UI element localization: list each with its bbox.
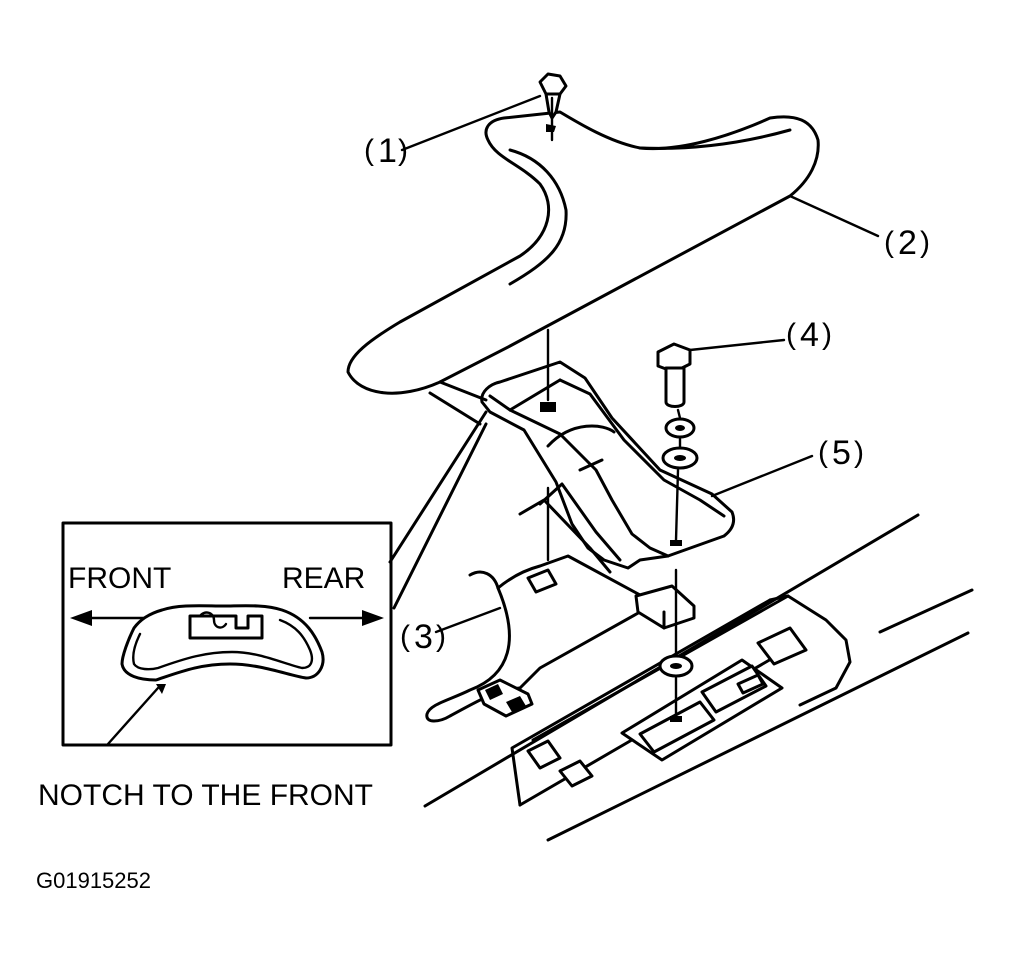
svg-text:): )	[920, 226, 930, 259]
part-4-bolt	[656, 342, 699, 678]
svg-text:(: (	[818, 436, 828, 469]
callout-5: ( 5 )	[818, 434, 864, 472]
assembly-guide-lines	[540, 96, 682, 722]
figure-id: G01915252	[36, 868, 151, 893]
part-5-bracket	[480, 360, 736, 574]
svg-text:2: 2	[898, 224, 917, 262]
leader-lines	[400, 94, 880, 634]
svg-text:): )	[822, 318, 832, 351]
detail-inset: FRONT REAR	[61, 410, 488, 747]
svg-text:(: (	[884, 226, 894, 259]
callout-3: ( 3 )	[400, 618, 446, 656]
part-3-tray	[425, 554, 696, 723]
svg-text:): )	[854, 436, 864, 469]
clip-cross-section	[120, 604, 325, 694]
rear-arrow-icon	[308, 610, 384, 626]
part-2-cover	[346, 110, 820, 426]
svg-text:1: 1	[378, 132, 397, 170]
callout-1: ( 1 )	[364, 132, 408, 170]
floor-rail	[423, 513, 974, 842]
callout-2: ( 2 )	[884, 224, 930, 262]
svg-text:3: 3	[414, 618, 433, 656]
svg-text:): )	[436, 620, 446, 653]
front-arrow-icon	[70, 610, 152, 626]
svg-text:(: (	[364, 134, 374, 167]
callout-4: ( 4 )	[786, 316, 832, 354]
notch-note: NOTCH TO THE FRONT	[38, 779, 373, 812]
inset-rear-label: REAR	[282, 562, 365, 595]
svg-text:5: 5	[832, 434, 851, 472]
svg-text:(: (	[786, 318, 796, 351]
svg-text:(: (	[400, 620, 410, 653]
inset-front-label: FRONT	[68, 562, 171, 595]
svg-text:4: 4	[800, 316, 819, 354]
notch-leader	[106, 686, 160, 746]
inset-frame	[61, 521, 393, 747]
svg-text:): )	[398, 134, 408, 167]
